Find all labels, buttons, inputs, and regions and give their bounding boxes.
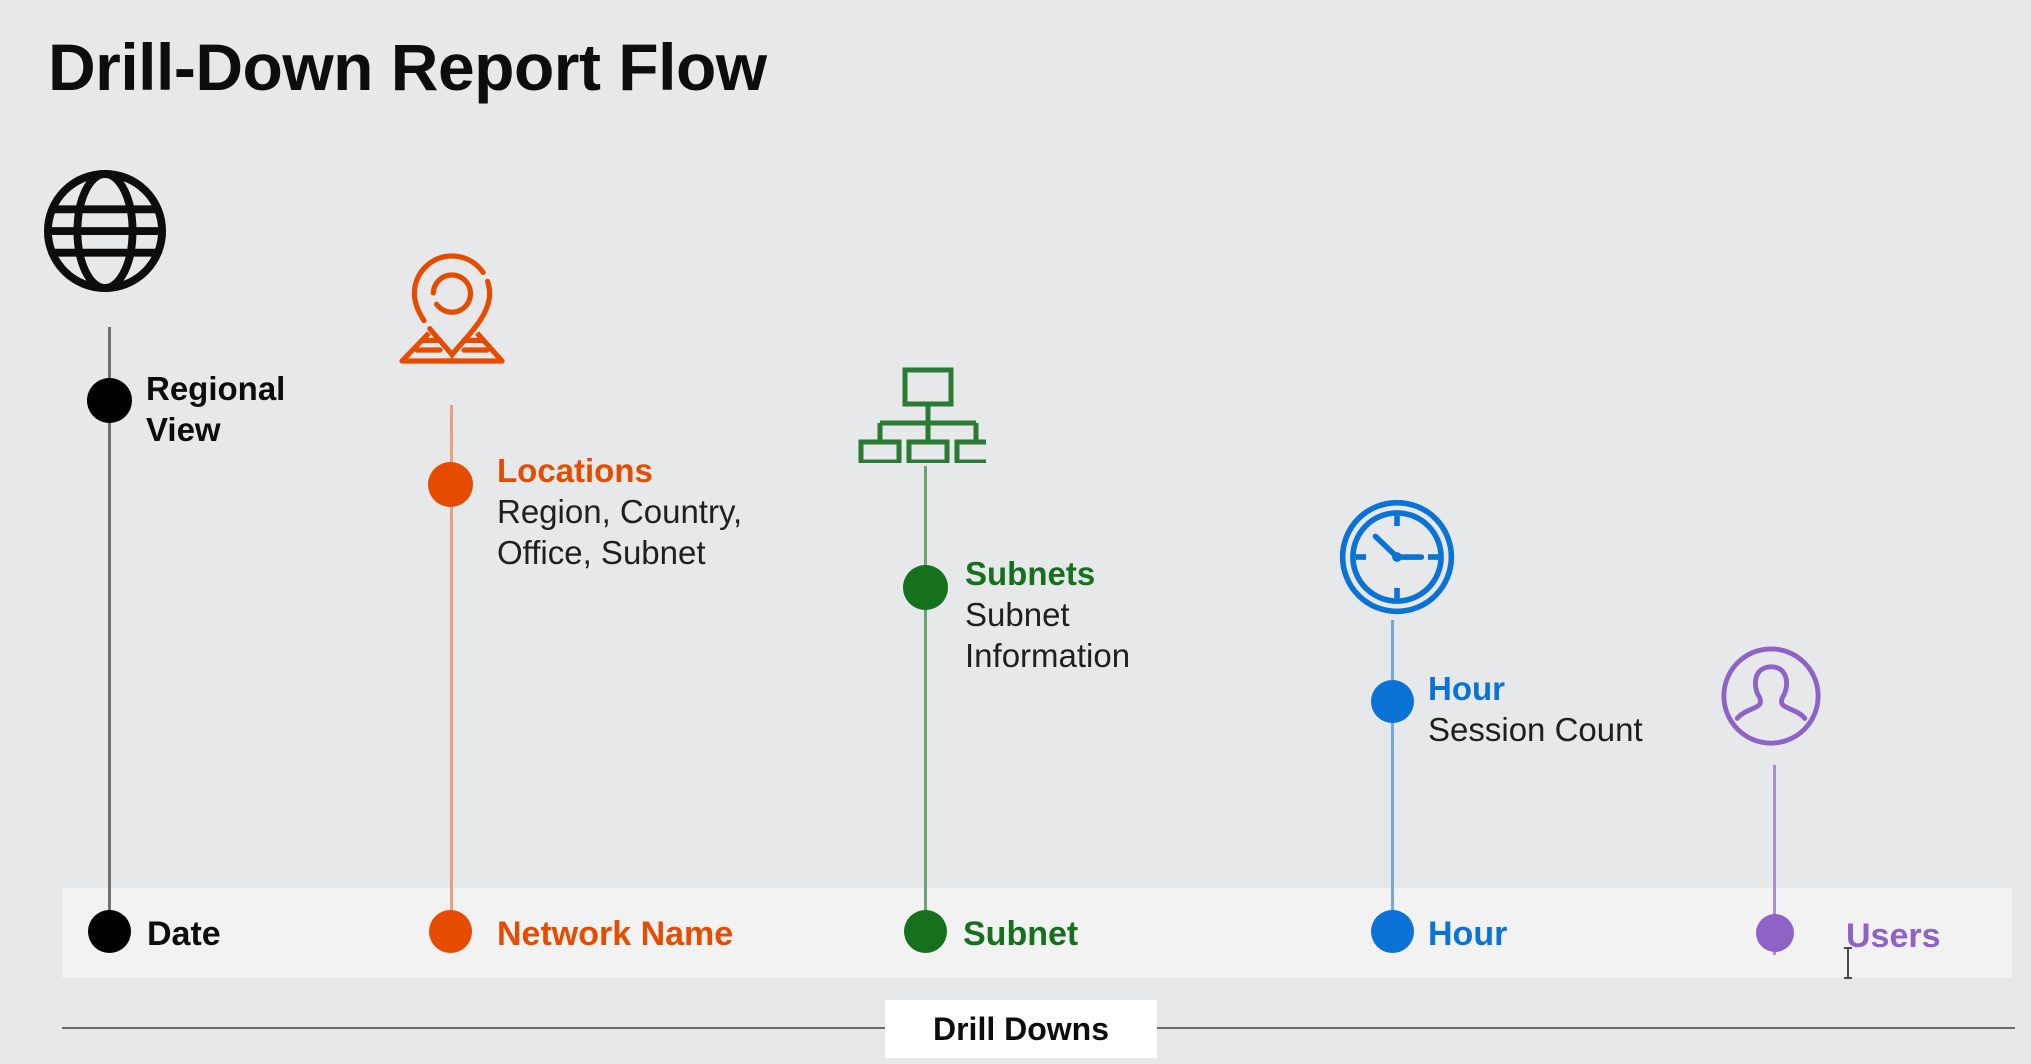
callout-subnets: Subnets Subnet Information bbox=[965, 555, 1130, 676]
globe-icon bbox=[42, 168, 168, 294]
axis-label-network-name[interactable]: Network Name bbox=[497, 915, 734, 953]
axis-label-users[interactable]: Users bbox=[1846, 917, 1941, 955]
dot-subnets-axis[interactable] bbox=[904, 910, 947, 953]
dot-hour-axis[interactable] bbox=[1371, 910, 1414, 953]
text-ibeam-cursor bbox=[1841, 946, 1855, 980]
axis-label-subnet[interactable]: Subnet bbox=[963, 915, 1079, 953]
location-pin-map-icon bbox=[386, 240, 518, 368]
stem-locations bbox=[450, 405, 453, 950]
axis-band bbox=[62, 888, 2012, 978]
dot-date-callout bbox=[87, 378, 132, 423]
callout-hour: Hour Session Count bbox=[1428, 670, 1643, 750]
callout-locations: Locations Region, Country, Office, Subne… bbox=[497, 452, 742, 573]
stem-hour bbox=[1391, 620, 1394, 950]
axis-label-hour[interactable]: Hour bbox=[1428, 915, 1508, 953]
callout-subnets-desc-line1: Subnet bbox=[965, 595, 1070, 633]
stem-users bbox=[1773, 765, 1776, 955]
dot-users-axis[interactable] bbox=[1756, 914, 1794, 952]
stem-date bbox=[108, 327, 111, 949]
callout-subnets-desc-line2: Information bbox=[965, 637, 1131, 675]
hierarchy-icon bbox=[858, 365, 986, 463]
callout-date-title-line2: View bbox=[146, 410, 221, 448]
dot-date-axis[interactable] bbox=[88, 910, 131, 953]
footer-caption-label: Drill Downs bbox=[932, 1010, 1109, 1047]
dot-locations-axis[interactable] bbox=[429, 910, 472, 953]
callout-locations-desc-line2: Office, Subnet bbox=[497, 534, 706, 572]
callout-date: Regional View bbox=[146, 370, 285, 452]
axis-label-date[interactable]: Date bbox=[147, 915, 221, 953]
callout-hour-desc-line1: Session Count bbox=[1428, 710, 1643, 748]
page-title: Drill-Down Report Flow bbox=[48, 30, 767, 104]
callout-date-title-line1: Regional bbox=[146, 370, 286, 407]
callout-locations-title: Locations bbox=[497, 452, 653, 489]
callout-subnets-title: Subnets bbox=[965, 555, 1096, 592]
dot-hour-callout bbox=[1371, 680, 1414, 723]
callout-locations-desc-line1: Region, Country, bbox=[497, 492, 743, 530]
dot-subnets-callout bbox=[903, 565, 948, 610]
dot-locations-callout bbox=[428, 462, 473, 507]
callout-hour-title: Hour bbox=[1428, 670, 1505, 707]
footer-caption-box: Drill Downs bbox=[885, 1000, 1157, 1058]
stem-subnets bbox=[924, 466, 927, 950]
user-avatar-icon bbox=[1719, 644, 1823, 748]
clock-icon bbox=[1337, 497, 1457, 617]
